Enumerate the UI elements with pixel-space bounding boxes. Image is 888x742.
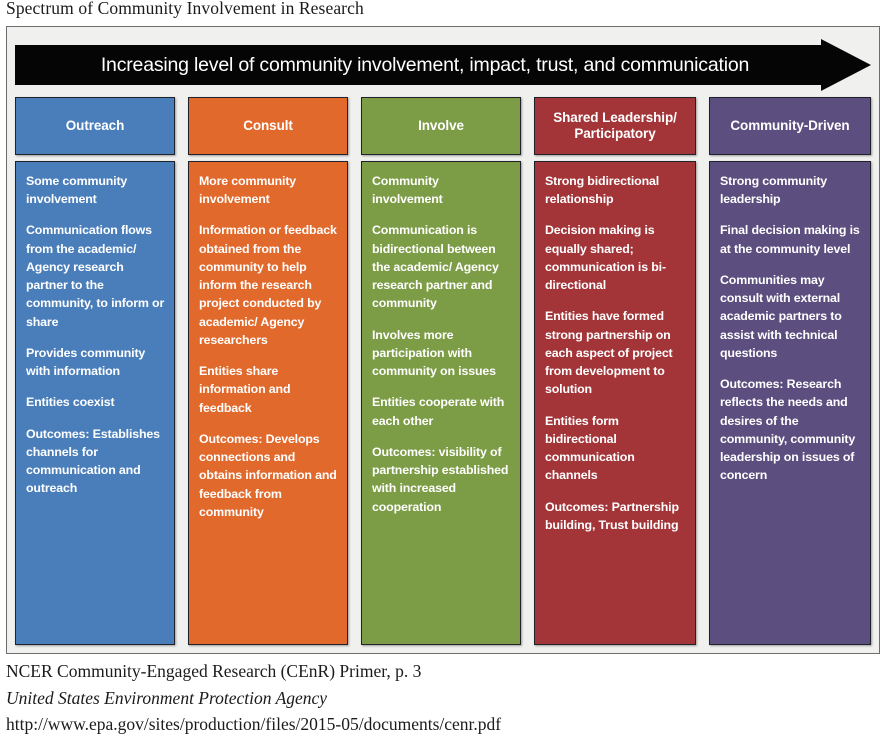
column-paragraph: Outcomes: Establishes channels for commu… [26,426,160,496]
column-header-outreach: Outreach [15,97,175,155]
column-involve: Involve Community involvement Communicat… [361,97,521,645]
column-paragraph: Entities cooperate with each other [372,395,505,428]
column-paragraph: Outcomes: Research reflects the needs an… [720,377,856,483]
column-paragraph: Communication is bidirectional between t… [372,223,499,311]
column-consult: Consult More community involvement Infor… [188,97,348,645]
column-paragraph: Community involvement [372,174,443,207]
spectrum-figure: Increasing level of community involvemen… [6,26,880,654]
column-body-community-driven: Strong community leadership Final decisi… [709,161,871,645]
column-paragraph: Entities form bidirectional communicatio… [545,413,635,483]
column-body-outreach: Some community involvement Communication… [15,161,175,645]
column-paragraph: Outcomes: visibility of partnership esta… [372,444,509,514]
column-paragraph: Strong community leadership [720,174,828,207]
column-community-driven: Community-Driven Strong community leader… [709,97,871,645]
column-header-involve: Involve [361,97,521,155]
column-header-shared-leadership: Shared Leadership/ Participatory [534,97,696,155]
column-paragraph: Entities share information and feedback [199,364,291,415]
column-paragraph: Some community involvement [26,174,128,207]
spectrum-columns: Outreach Some community involvement Comm… [15,97,871,645]
column-paragraph: Communication flows from the academic/ A… [26,223,165,329]
increasing-arrow-banner: Increasing level of community involvemen… [15,39,871,91]
column-paragraph: Outcomes: Partnership building, Trust bu… [545,499,679,532]
right-arrow-icon [15,39,871,91]
column-paragraph: Entities have formed strong partnership … [545,309,673,397]
column-header-community-driven: Community-Driven [709,97,871,155]
caption-line-primer: NCER Community-Engaged Research (CEnR) P… [6,661,422,681]
column-paragraph: Provides community with information [26,345,146,379]
caption-line-url: http://www.epa.gov/sites/production/file… [6,714,502,735]
column-body-consult: More community involvement Information o… [188,161,348,645]
column-paragraph: Decision making is equally shared; commu… [545,223,666,293]
column-body-shared-leadership: Strong bidirectional relationship Decisi… [534,161,696,645]
page-title: Spectrum of Community Involvement in Res… [6,0,364,18]
column-paragraph: Communities may consult with external ac… [720,272,842,360]
column-paragraph: More community involvement [199,174,297,207]
column-shared-leadership: Shared Leadership/ Participatory Strong … [534,97,696,645]
column-outreach: Outreach Some community involvement Comm… [15,97,175,645]
caption-line-agency: United States Environment Protection Age… [6,687,328,708]
source-caption: NCER Community-Engaged Research (CEnR) P… [6,658,876,738]
column-paragraph: Information or feedback obtained from th… [199,223,337,347]
column-paragraph: Outcomes: Develops connections and obtai… [199,431,337,519]
column-paragraph: Involves more participation with communi… [372,327,496,379]
column-header-consult: Consult [188,97,348,155]
column-paragraph: Entities coexist [26,395,115,410]
column-paragraph: Final decision making is at the communit… [720,223,860,256]
column-paragraph: Strong bidirectional relationship [545,174,660,207]
column-body-involve: Community involvement Communication is b… [361,161,521,645]
